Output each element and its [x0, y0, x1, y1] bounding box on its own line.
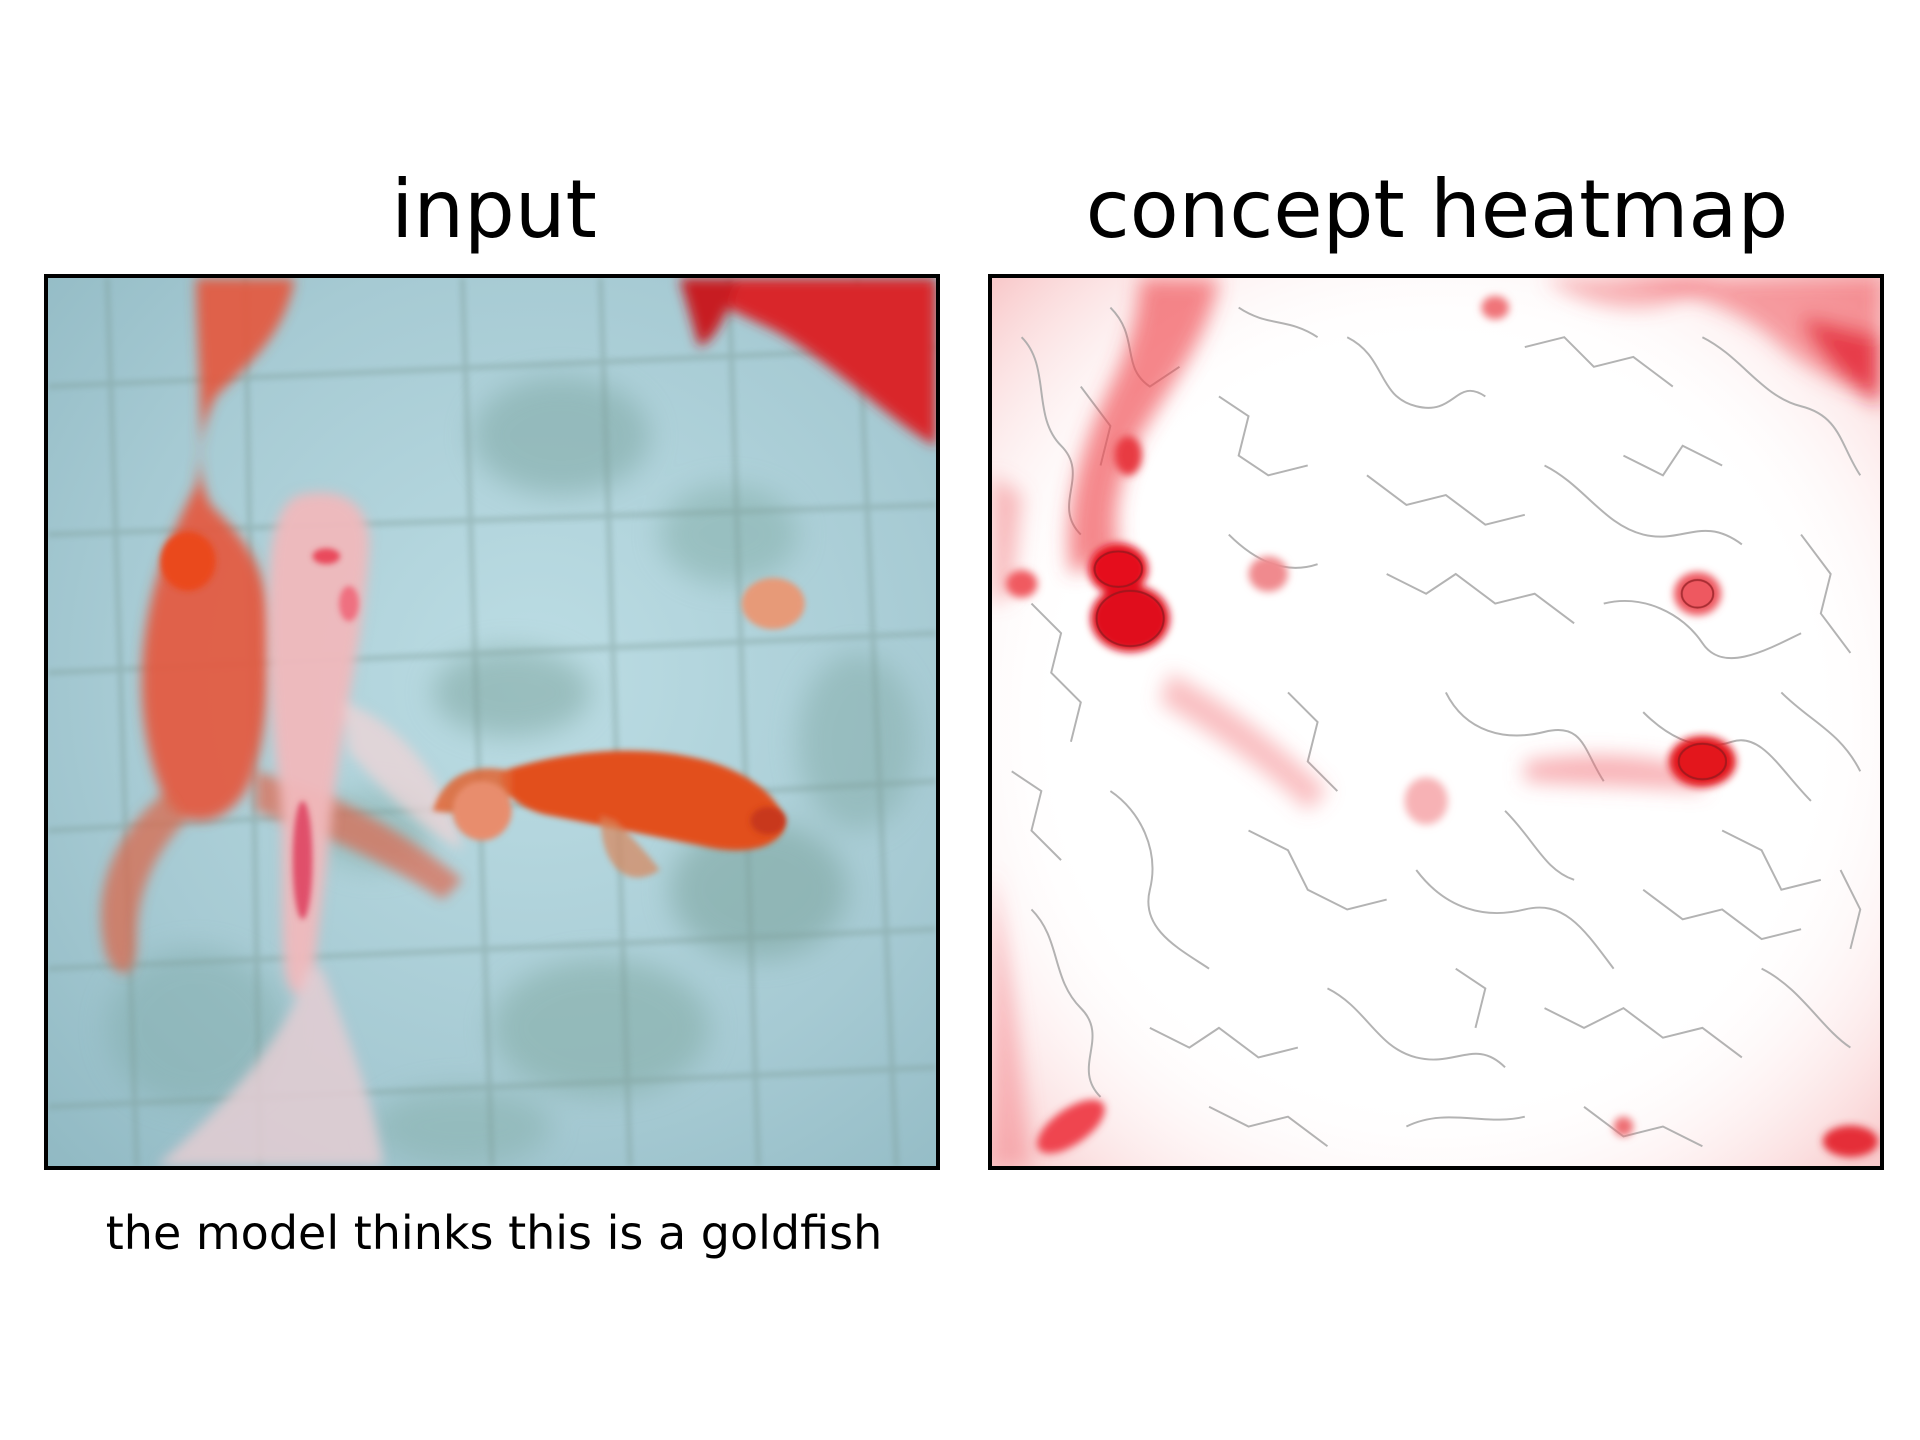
heatmap-panel-title: concept heatmap: [1085, 163, 1789, 256]
input-panel-title: input: [391, 163, 597, 256]
heatmap-image-frame: [988, 274, 1884, 1170]
prediction-caption: the model thinks this is a goldfish: [105, 1206, 883, 1260]
input-image: [48, 278, 936, 1166]
input-image-frame: [44, 274, 940, 1170]
heatmap-image: [992, 278, 1880, 1166]
